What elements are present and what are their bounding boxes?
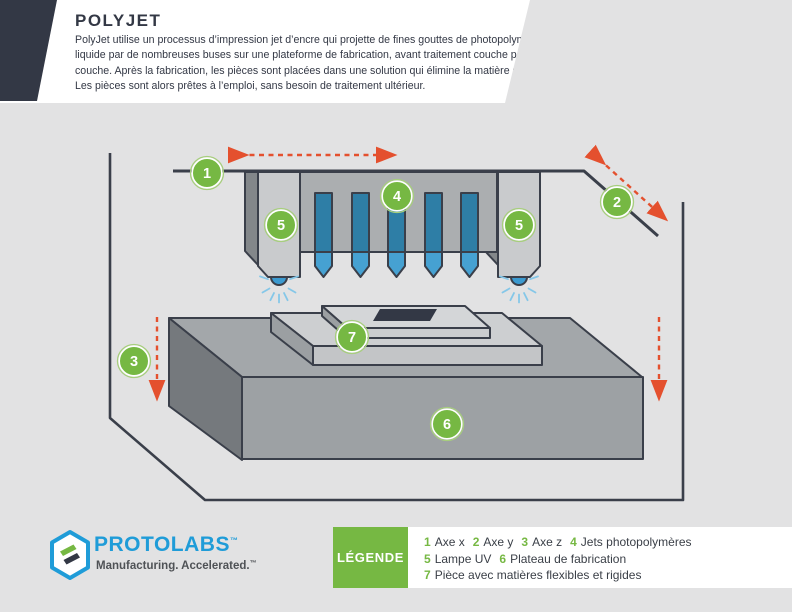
legend-item-number: 7 <box>424 568 431 583</box>
legend-item-label: Pièce avec matières flexibles et rigides <box>434 568 642 583</box>
description-line: Les pièces sont alors prêtes à l’emploi,… <box>75 80 426 93</box>
trademark-symbol: ™ <box>229 536 239 545</box>
marker-2: 2 <box>599 184 635 220</box>
diagram-background-corner <box>505 0 792 103</box>
legend-item-label: Axe y <box>483 535 514 549</box>
printed-part <box>373 309 437 321</box>
legend-item-number: 2 <box>472 535 480 549</box>
legend-item-number: 1 <box>424 535 431 549</box>
brand-name-text: PROTOLABS <box>94 533 230 556</box>
axis-y-arrow <box>584 144 669 222</box>
marker-7: 7 <box>334 319 370 355</box>
marker-3: 3 <box>116 343 152 379</box>
description-line: liquide par de nombreuses buses sur une … <box>75 49 527 62</box>
legend-item-number: 6 <box>499 551 507 566</box>
jet-nozzle <box>424 192 443 278</box>
uv-lamp-right-bulb <box>510 276 528 286</box>
legend-item-number: 3 <box>521 535 529 549</box>
description-line: PolyJet utilise un processus d’impressio… <box>75 34 541 46</box>
description-line: couche. Après la fabrication, les pièces… <box>75 64 551 77</box>
svg-text:3: 3 <box>130 354 138 370</box>
legend-item-label: Axe z <box>532 535 563 549</box>
marker-5-left: 5 <box>263 207 299 243</box>
svg-text:7: 7 <box>348 330 356 346</box>
svg-text:2: 2 <box>613 195 621 211</box>
svg-text:6: 6 <box>443 417 451 433</box>
jet-nozzle <box>351 192 370 278</box>
marker-6: 6 <box>429 406 465 442</box>
legend-item-number: 4 <box>570 535 577 549</box>
jet-nozzle <box>460 192 479 278</box>
svg-text:4: 4 <box>393 189 401 205</box>
uv-lamp-left-bulb <box>270 276 288 286</box>
brand-tagline-text: Manufacturing. Accelerated. <box>96 560 250 572</box>
legend-item-label: Lampe UV <box>434 551 492 566</box>
brand-tagline: Manufacturing. Accelerated.™ <box>96 560 257 572</box>
brand-name: PROTOLABS™ <box>94 533 238 557</box>
enclosure-outline <box>108 153 685 502</box>
legend-item-number: 5 <box>424 551 431 566</box>
svg-text:1: 1 <box>203 166 211 182</box>
legend-item-label: Jets photopolymères <box>580 535 692 549</box>
protolabs-logo-icon <box>50 530 90 580</box>
lower-plate-front-face <box>312 345 543 366</box>
uv-lamp-left-side-panel <box>244 171 259 266</box>
legend-item-label: Plateau de fabrication <box>510 551 627 566</box>
svg-text:5: 5 <box>277 218 285 234</box>
legend-title-box: LÉGENDE <box>333 527 408 588</box>
jet-nozzle <box>314 192 333 278</box>
svg-text:5: 5 <box>515 218 523 234</box>
printed-part-stack <box>270 305 543 366</box>
marker-4: 4 <box>379 178 415 214</box>
legend-title: LÉGENDE <box>336 550 405 565</box>
legend-item-label: Axe x <box>434 535 465 549</box>
process-description: PolyJet utilise un processus d’impressio… <box>75 33 551 95</box>
marker-1: 1 <box>189 155 225 191</box>
trademark-symbol: ™ <box>249 560 257 567</box>
page-title: POLYJET <box>75 11 162 30</box>
marker-5-right: 5 <box>501 207 537 243</box>
